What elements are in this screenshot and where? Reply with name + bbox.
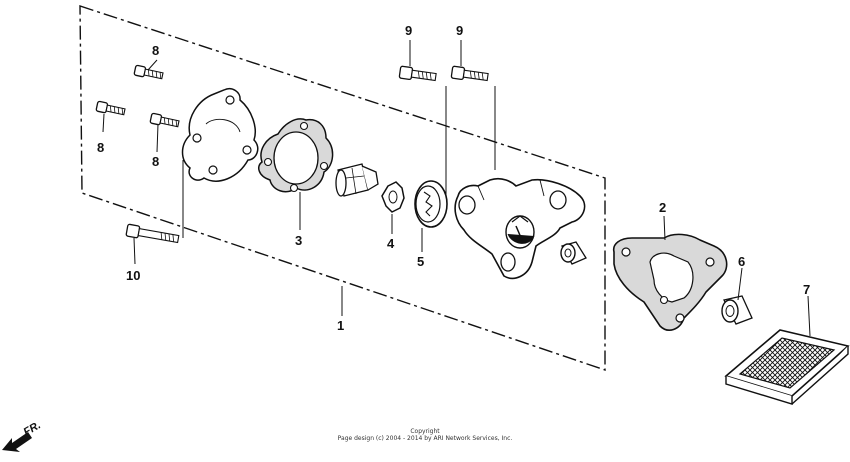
- gasket-part-2[interactable]: [612, 233, 728, 331]
- assembly-boundary: [79, 5, 606, 371]
- callout-9-right: 9: [456, 23, 463, 38]
- bolt-8-middle[interactable]: [149, 112, 180, 129]
- bolt-8-top[interactable]: [133, 64, 164, 81]
- callout-8-left: 8: [97, 140, 104, 155]
- bolt-9-left[interactable]: [398, 65, 437, 83]
- pump-cover[interactable]: [181, 88, 259, 182]
- copyright-line-2: Page design (c) 2004 - 2014 by ARI Netwo…: [337, 435, 513, 442]
- callout-8-middle: 8: [152, 154, 159, 169]
- callout-2: 2: [659, 200, 666, 215]
- pump-collar[interactable]: [560, 241, 587, 265]
- callout-1: 1: [337, 318, 344, 333]
- leader-lines: [102, 40, 811, 337]
- callout-5: 5: [417, 254, 424, 269]
- callout-10: 10: [126, 268, 140, 283]
- bolt-10-long[interactable]: [125, 223, 180, 245]
- callout-6: 6: [738, 254, 745, 269]
- callout-7: 7: [803, 282, 810, 297]
- collar-part-6[interactable]: [721, 295, 753, 325]
- bolt-9-right[interactable]: [450, 65, 489, 83]
- gasket-part-3[interactable]: [257, 118, 334, 193]
- pump-body[interactable]: [454, 177, 586, 280]
- strainer-screen-part-7[interactable]: [724, 329, 850, 405]
- callout-4: 4: [387, 236, 395, 251]
- callout-8-top: 8: [152, 43, 159, 58]
- front-direction-arrow-icon: [2, 432, 32, 452]
- inner-rotor-part-4[interactable]: [381, 181, 405, 213]
- callout-3: 3: [295, 233, 302, 248]
- bolt-8-left[interactable]: [95, 100, 126, 117]
- copyright-line-1: Copyright: [410, 428, 440, 435]
- outer-rotor-part-5[interactable]: [414, 180, 448, 228]
- callout-9-left: 9: [405, 23, 412, 38]
- pump-shaft[interactable]: [335, 163, 379, 197]
